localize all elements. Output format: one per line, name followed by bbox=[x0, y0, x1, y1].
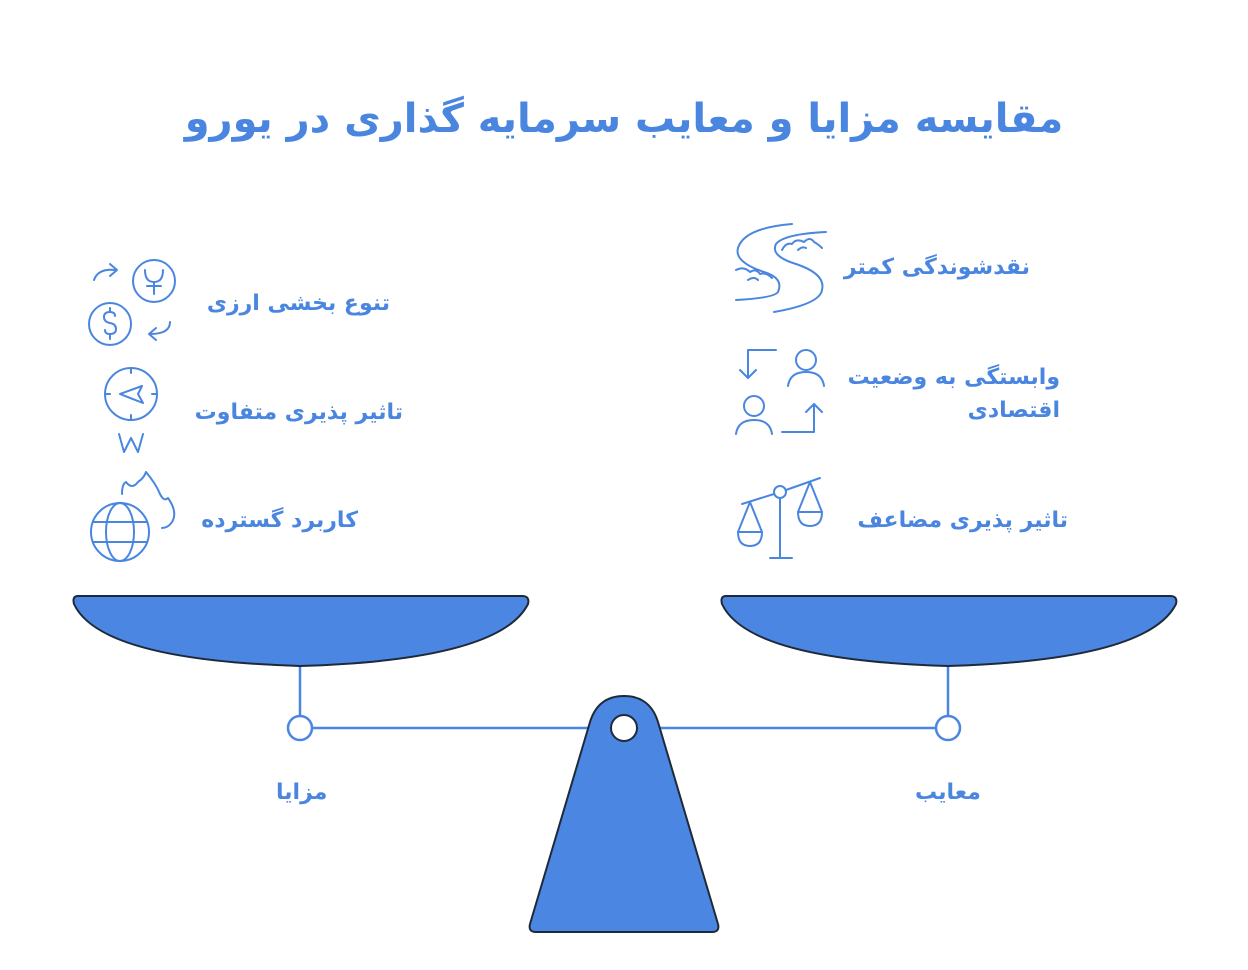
disadvantage-item-1: نقدشوندگی کمتر bbox=[843, 255, 1030, 280]
left-pan bbox=[72, 595, 530, 668]
advantage-item-1: تنوع بخشی ارزی bbox=[206, 291, 390, 316]
page-title: مقایسه مزایا و معایب سرمایه گذاری در یور… bbox=[184, 96, 1064, 142]
advantage-item-3: کاربرد گسترده bbox=[201, 508, 358, 533]
advantages-label: مزایا bbox=[276, 780, 328, 805]
globe-flame-icon bbox=[88, 471, 180, 568]
disadvantage-item-2: وابستگی به وضعیت اقتصادی bbox=[848, 361, 1060, 427]
right-pan bbox=[720, 595, 1178, 668]
fulcrum-hole bbox=[610, 714, 638, 742]
disadvantage-item-2-line1: وابستگی به وضعیت bbox=[847, 365, 1060, 390]
compass-icon bbox=[100, 366, 162, 462]
currency-exchange-icon bbox=[82, 258, 182, 357]
advantage-item-2: تاثیر پذیری متفاوت bbox=[194, 400, 403, 425]
fulcrum bbox=[528, 694, 720, 933]
right-pivot bbox=[934, 714, 962, 742]
disadvantage-item-3: تاثیر پذیری مضاعف bbox=[857, 508, 1068, 533]
disadvantages-label: معایب bbox=[915, 780, 981, 805]
balance-scale-icon bbox=[734, 474, 828, 566]
disadvantage-item-2-line2: اقتصادی bbox=[967, 398, 1060, 423]
river-icon bbox=[734, 222, 830, 318]
left-pivot bbox=[286, 714, 314, 742]
people-exchange-icon bbox=[734, 346, 830, 442]
